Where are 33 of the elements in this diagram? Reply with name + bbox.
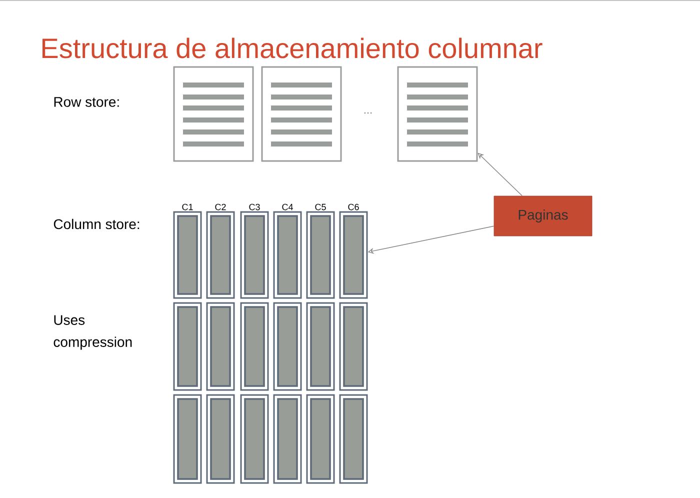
side-label: Column store: — [54, 218, 140, 230]
side-label: Row store: — [54, 97, 119, 107]
column-segment — [240, 211, 269, 299]
column-segment — [273, 302, 302, 391]
column-segment — [273, 394, 302, 484]
column-label: C3 — [249, 204, 260, 210]
column-segment — [206, 211, 235, 299]
callout-box: Paginas — [494, 196, 592, 236]
column-label: C1 — [182, 204, 193, 210]
column-label: C4 — [282, 204, 293, 210]
column-segment — [206, 394, 235, 484]
column-segment — [240, 302, 269, 391]
column-segment — [306, 211, 335, 299]
column-segment — [173, 302, 202, 391]
slide-title: Estructura de almacenamiento columnar — [42, 38, 542, 58]
column-segment — [173, 394, 202, 484]
column-segment — [173, 211, 202, 299]
column-segment — [306, 394, 335, 484]
column-segment — [339, 394, 368, 484]
column-segment — [306, 302, 335, 391]
column-label: C6 — [348, 204, 359, 210]
column-label: C2 — [215, 204, 226, 210]
page-box — [261, 66, 342, 162]
page-box — [173, 66, 254, 162]
column-label: C5 — [315, 204, 326, 210]
column-segment — [273, 211, 302, 299]
ellipsis: ... — [364, 112, 372, 114]
side-label: Uses compression — [54, 315, 132, 350]
column-segment — [240, 394, 269, 484]
column-segment — [339, 302, 368, 391]
page-box — [397, 66, 478, 162]
column-segment — [339, 211, 368, 299]
column-segment — [206, 302, 235, 391]
